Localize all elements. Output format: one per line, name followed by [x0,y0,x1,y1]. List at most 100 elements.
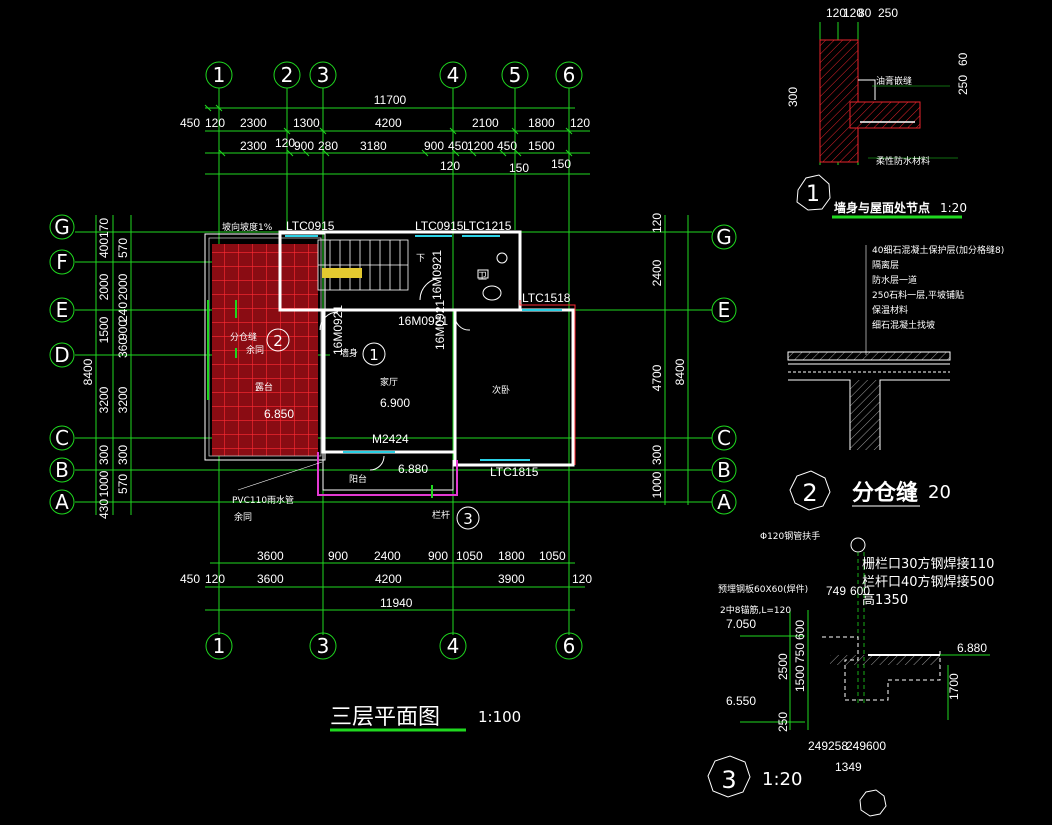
windows [285,235,562,461]
svg-text:2000: 2000 [116,273,130,300]
svg-text:300: 300 [97,445,111,465]
svg-text:细石混凝土找坡: 细石混凝土找坡 [872,319,935,331]
svg-text:6.900: 6.900 [380,396,410,410]
svg-text:3180: 3180 [360,139,387,153]
svg-text:450: 450 [497,139,517,153]
svg-text:栏杆口40方钢焊接500: 栏杆口40方钢焊接500 [862,574,994,590]
svg-text:6.880: 6.880 [957,641,987,655]
svg-text:栏杆: 栏杆 [432,509,450,521]
axis-right-B: B [717,458,731,482]
svg-text:4700: 4700 [650,364,664,391]
svg-text:LTC1518: LTC1518 [522,291,571,305]
svg-text:8400: 8400 [81,358,95,385]
axis-G: G [54,215,70,239]
svg-text:900: 900 [424,139,444,153]
svg-text:120: 120 [440,159,460,173]
svg-text:120: 120 [205,116,225,130]
svg-text:保温材料: 保温材料 [872,304,908,316]
svg-text:次卧: 次卧 [492,384,510,396]
svg-text:16M0921: 16M0921 [398,314,448,328]
svg-text:450: 450 [180,116,200,130]
svg-text:250石料一层,平坡铺贴: 250石料一层,平坡铺贴 [872,289,964,301]
svg-text:分仓缝: 分仓缝 [230,331,257,343]
right-dimensions: 120 2400 4700 300 1000 8400 [650,213,687,499]
detail-1: 120 120 80 250 60 250 300 油膏嵌缝 柔性防水材料 1 … [786,6,970,219]
axis-bottom-6: 6 [563,634,576,658]
svg-text:1: 1 [806,182,820,207]
svg-text:600: 600 [866,739,886,753]
axis-right-E: E [718,298,731,322]
svg-text:阳台: 阳台 [349,473,367,485]
svg-text:1050: 1050 [539,549,566,563]
svg-text:240: 240 [116,302,130,322]
axis-bubbles-bottom: 1 3 4 6 [205,632,583,660]
svg-text:2100: 2100 [472,116,499,130]
svg-text:60: 60 [956,52,970,66]
svg-text:3: 3 [721,766,736,794]
stair [317,239,409,291]
svg-text:2: 2 [802,479,817,507]
plan-title: 三层平面图 [330,705,440,730]
svg-text:4200: 4200 [375,116,402,130]
svg-text:2400: 2400 [374,549,401,563]
svg-text:120: 120 [275,136,295,150]
svg-text:1: 1 [369,346,379,364]
svg-text:余同: 余同 [234,511,252,523]
svg-text:2300: 2300 [240,139,267,153]
svg-text:LTC0915: LTC0915 [286,219,335,233]
axis-B: B [55,458,69,482]
axis-right-G: G [716,225,732,249]
svg-text:1500: 1500 [528,139,555,153]
svg-text:80: 80 [858,6,872,20]
svg-text:LTC0915: LTC0915 [415,219,464,233]
svg-text:1:20: 1:20 [762,769,802,790]
detail-3: Φ120钢管扶手 栅栏口30方钢焊接110 栏杆口40方钢焊接500 高1350… [707,530,994,817]
svg-text:400: 400 [97,238,111,258]
svg-text:450: 450 [180,572,200,586]
svg-text:258: 258 [828,739,848,753]
svg-text:预埋钢板60X60(焊件): 预埋钢板60X60(焊件) [718,583,808,595]
grid-lines [75,88,712,635]
svg-text:1200: 1200 [467,139,494,153]
svg-text:1300: 1300 [293,116,320,130]
svg-text:16M0921: 16M0921 [430,250,444,300]
svg-text:300: 300 [786,87,800,107]
svg-text:油膏嵌缝: 油膏嵌缝 [876,75,912,87]
svg-text:16M0921: 16M0921 [433,300,447,350]
svg-text:Φ120钢管扶手: Φ120钢管扶手 [760,530,820,542]
door-swings [319,277,471,471]
axis-bottom-4: 4 [447,634,460,658]
svg-text:LTC1215: LTC1215 [463,219,512,233]
svg-text:2: 2 [273,332,283,350]
axis-6: 6 [563,63,576,87]
svg-text:隔离层: 隔离层 [872,259,899,271]
svg-text:120: 120 [843,6,863,20]
svg-text:3600: 3600 [257,549,284,563]
svg-text:749: 749 [826,584,846,598]
axis-C: C [55,426,69,450]
svg-text:2000: 2000 [97,273,111,300]
svg-text:20: 20 [928,482,951,503]
svg-text:1000: 1000 [650,471,664,498]
svg-text:6.850: 6.850 [264,407,294,421]
axis-1: 1 [213,63,226,87]
svg-text:300: 300 [116,445,130,465]
svg-text:栅栏口30方钢焊接110: 栅栏口30方钢焊接110 [862,556,994,572]
svg-text:1050: 1050 [456,549,483,563]
axis-2: 2 [281,63,294,87]
svg-text:16M0921: 16M0921 [331,305,345,355]
axis-right-A: A [717,490,731,514]
svg-text:11940: 11940 [380,596,413,610]
svg-text:360: 360 [116,338,130,358]
svg-text:170: 170 [97,218,111,238]
svg-text:1500: 1500 [97,316,111,343]
svg-text:430: 430 [97,499,111,519]
svg-text:280: 280 [318,139,338,153]
detail2-title: 分仓缝 [852,480,918,506]
detail1-title: 墙身与屋面处节点 [834,200,930,215]
svg-text:1800: 1800 [528,116,555,130]
svg-text:3900: 3900 [498,572,525,586]
svg-text:1800: 1800 [498,549,525,563]
svg-text:1500: 1500 [793,665,807,692]
